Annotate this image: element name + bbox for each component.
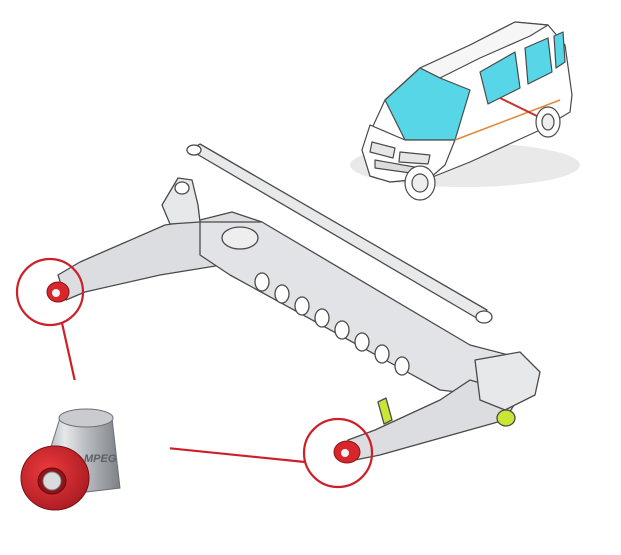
rear-axle-illustration [57,177,541,461]
bushing-product-photo: MPEG [0,380,170,555]
axle-bushing-right [333,440,361,464]
axle-bushing-left [46,281,70,303]
van-illustration [350,21,580,201]
right-bushing-callout [302,417,374,489]
track-rod-illustration [186,143,493,324]
left-bushing-callout [15,257,85,327]
bushing-brand-text: MPEG [84,453,117,465]
